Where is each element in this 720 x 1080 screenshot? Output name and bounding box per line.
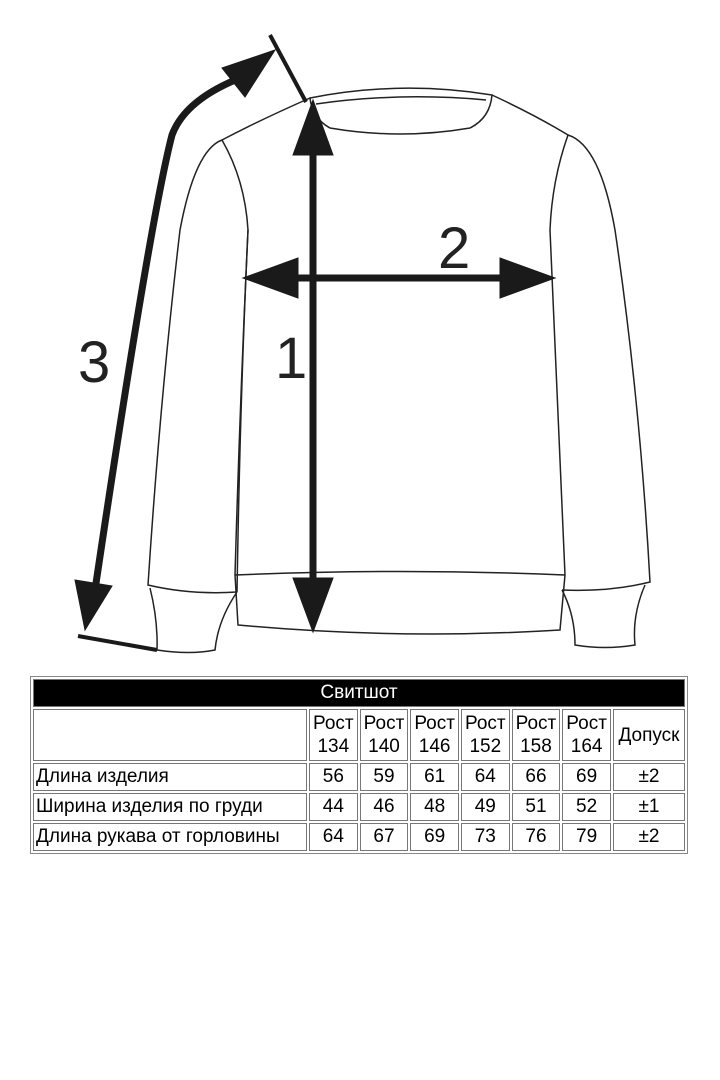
value-cell: 56 — [309, 763, 358, 791]
header-empty-cell — [33, 709, 307, 761]
row-label: Длина изделия — [33, 763, 307, 791]
value-cell: 44 — [309, 793, 358, 821]
column-header-line1: Рост — [566, 713, 607, 734]
tolerance-cell: ±1 — [612, 793, 685, 821]
value-cell: 51 — [511, 793, 561, 821]
value-cell: 69 — [410, 823, 459, 851]
arrowhead-icon — [74, 579, 113, 632]
column-header-line2: 140 — [368, 736, 400, 757]
arrowhead-icon — [221, 49, 277, 98]
column-header-line1: Рост — [414, 713, 455, 734]
tolerance-cell: ±2 — [612, 823, 685, 851]
sweatshirt-diagram: 1 2 3 — [74, 34, 651, 654]
column-header-line1: Рост — [464, 713, 506, 734]
value-cell: 64 — [309, 823, 358, 851]
value-cell: 64 — [460, 763, 510, 791]
measurement-arrows — [74, 34, 557, 652]
value-cell: 49 — [460, 793, 510, 821]
tolerance-cell: ±2 — [612, 763, 685, 791]
column-header-line1: Рост — [363, 713, 405, 734]
column-header-line2: 146 — [418, 736, 451, 757]
value-cell: 61 — [410, 763, 459, 791]
column-header-line1: Рост — [313, 713, 354, 734]
value-cell: 73 — [460, 823, 510, 851]
value-cell: 67 — [359, 823, 409, 851]
arrowhead-icon — [241, 257, 299, 299]
column-header-line2: 134 — [317, 736, 350, 757]
row-label: Ширина изделия по груди — [33, 793, 307, 821]
value-cell: 79 — [562, 823, 611, 851]
value-cell: 76 — [511, 823, 561, 851]
value-cell: 48 — [410, 793, 459, 821]
column-header-line2: 158 — [520, 736, 552, 757]
column-header-line1: Рост — [515, 713, 557, 734]
column-header-line2: 152 — [469, 736, 502, 757]
sweatshirt-outline — [147, 87, 651, 654]
chest-label: 2 — [438, 216, 470, 281]
column-header-line2: 164 — [570, 736, 603, 757]
value-cell: 46 — [359, 793, 409, 821]
arrowhead-icon — [499, 257, 557, 299]
arrowhead-icon — [292, 98, 334, 156]
value-cell: 59 — [359, 763, 409, 791]
sleeve-label: 3 — [78, 330, 110, 395]
value-cell: 52 — [562, 793, 611, 821]
row-label: Длина рукава от горловины — [33, 823, 307, 851]
table-title: Свитшот — [33, 679, 685, 707]
arrowhead-icon — [292, 577, 334, 634]
value-cell: 69 — [562, 763, 611, 791]
tolerance-header: Допуск — [612, 709, 685, 761]
length-label: 1 — [275, 326, 307, 391]
value-cell: 66 — [511, 763, 561, 791]
